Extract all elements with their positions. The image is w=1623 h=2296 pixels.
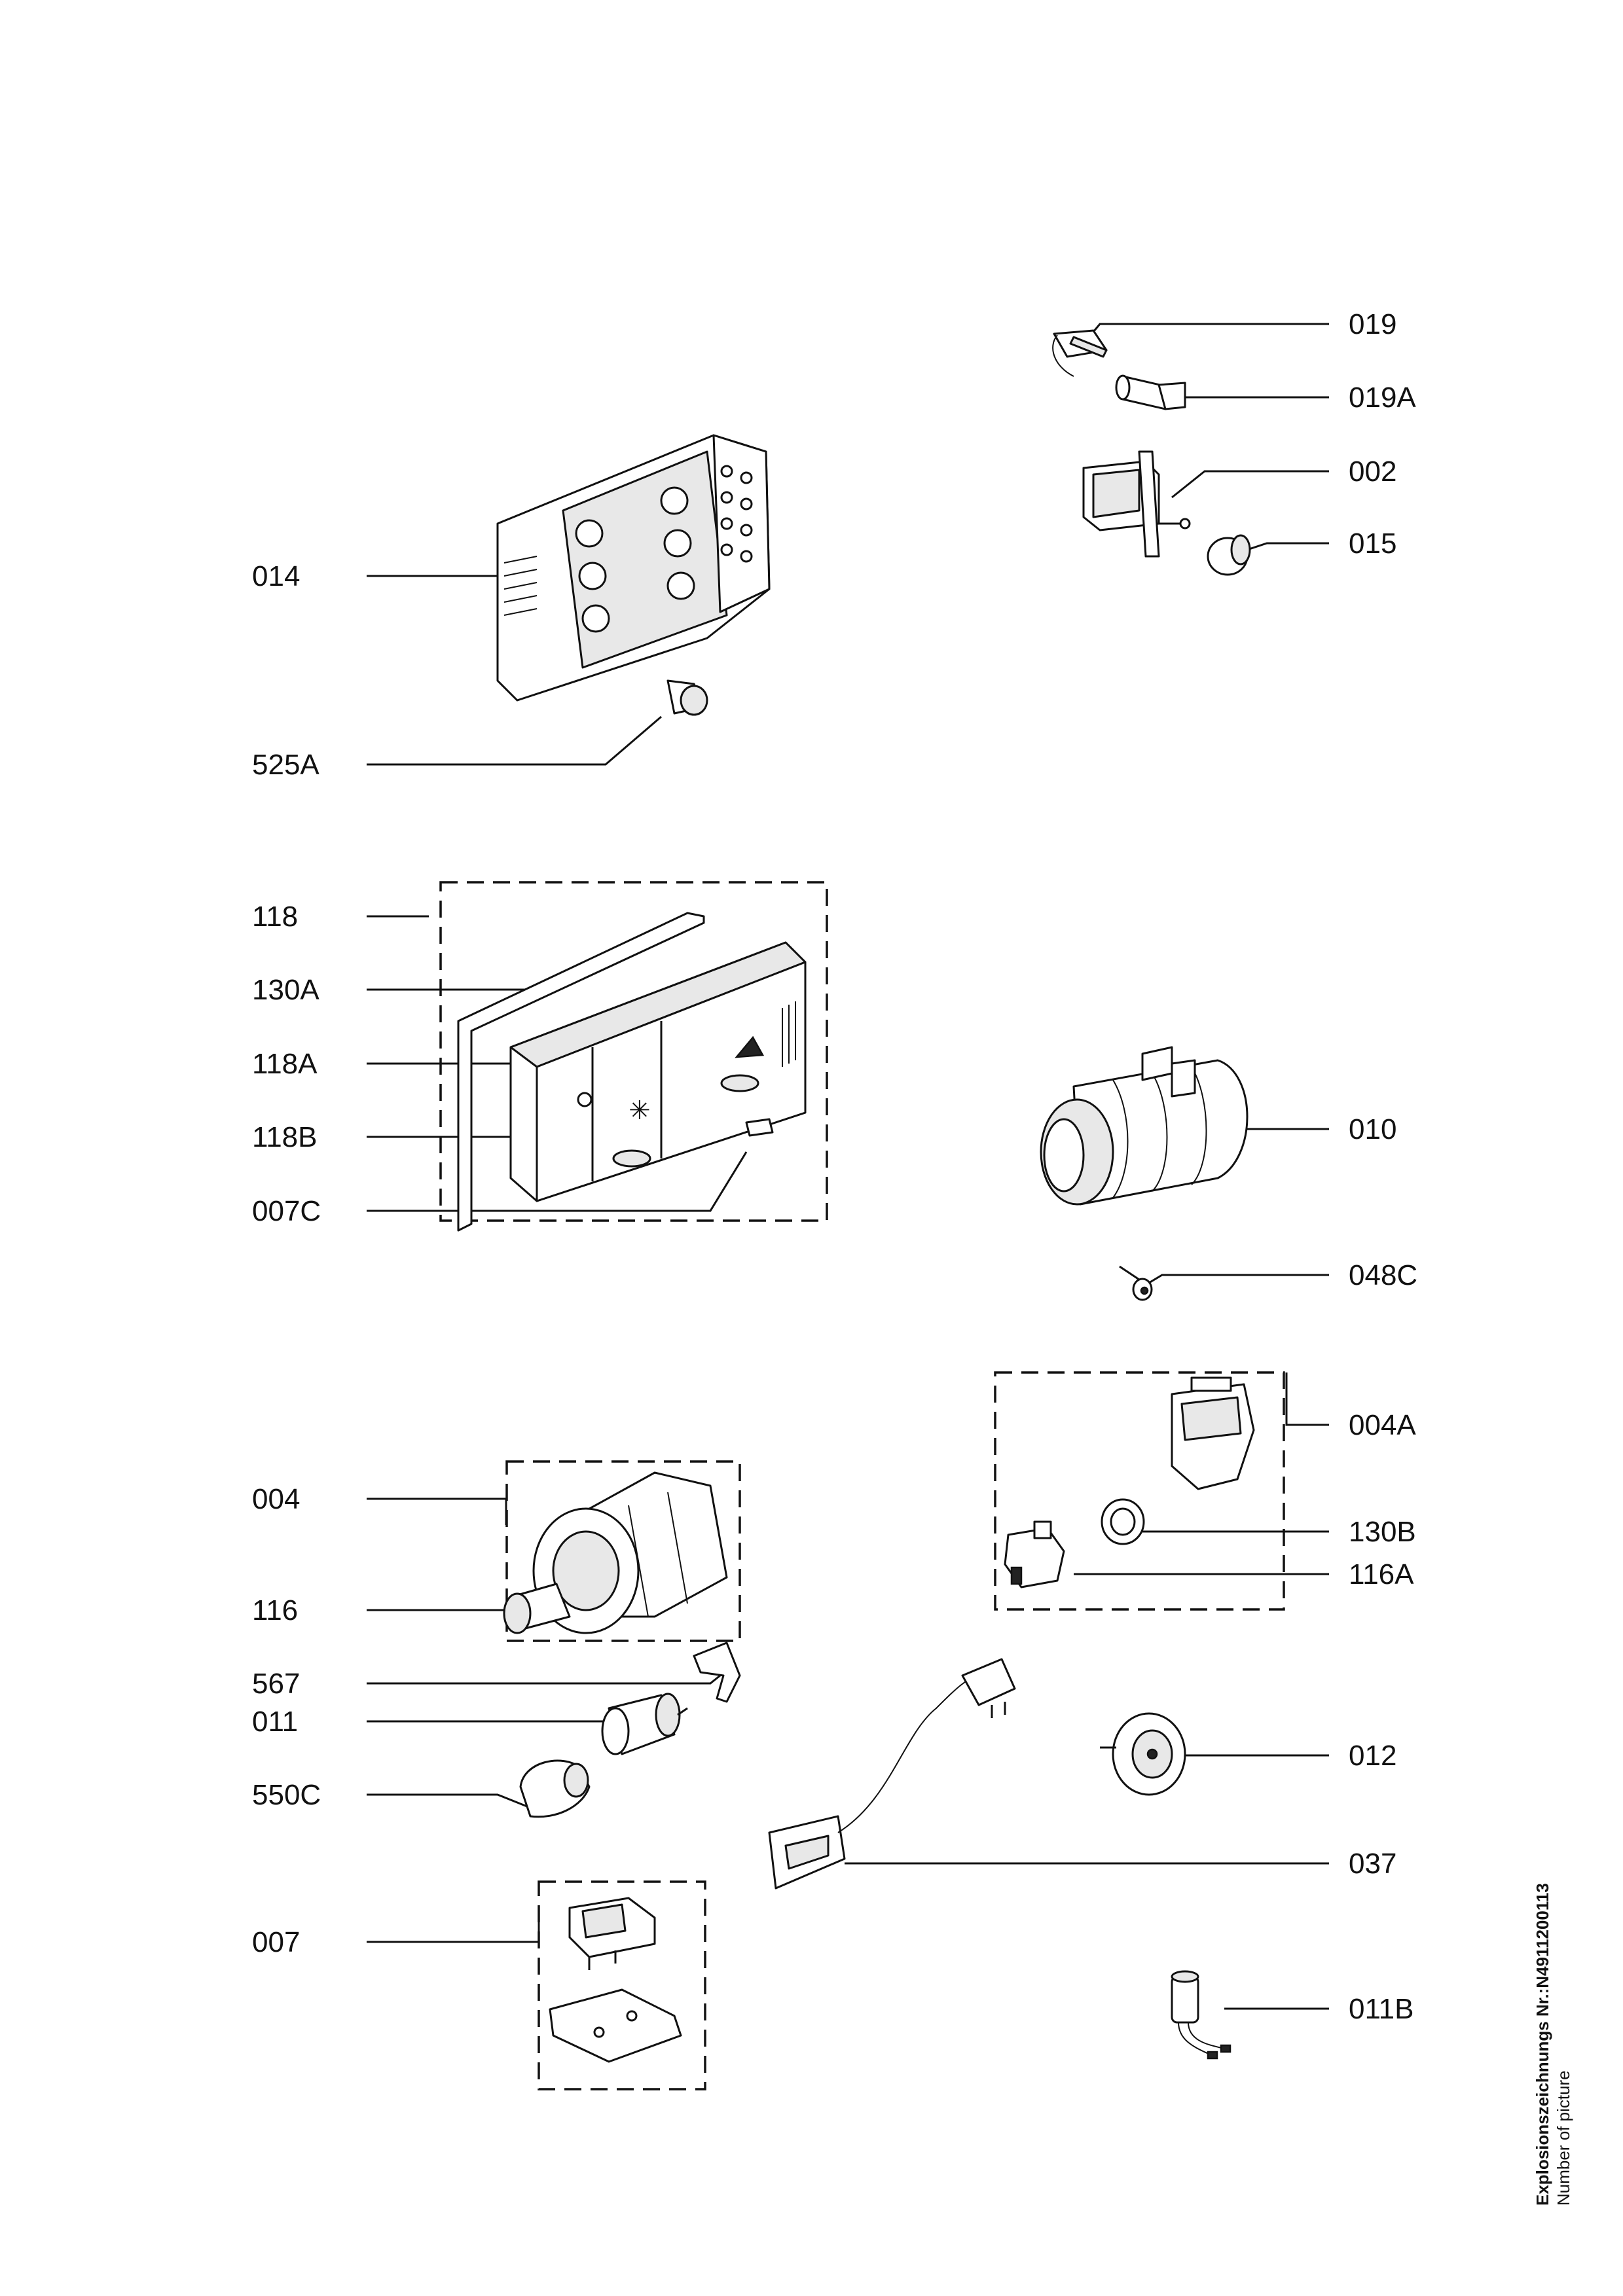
part-118-dispenser: ✳ — [457, 912, 807, 1232]
group-box-007 — [538, 1880, 706, 2090]
part-004-drain-pump — [503, 1471, 728, 1634]
part-014-control-module — [496, 434, 771, 702]
label-019: 019 — [1349, 308, 1396, 340]
label-011: 011 — [252, 1706, 298, 1738]
label-004A: 004A — [1349, 1409, 1416, 1441]
label-116A: 116A — [1349, 1558, 1414, 1590]
part-037-cable-assembly — [768, 1658, 1016, 1890]
label-567: 567 — [252, 1668, 300, 1700]
part-012-rotary-part — [1100, 1712, 1186, 1796]
label-007C: 007C — [252, 1195, 321, 1227]
part-011-motor — [601, 1693, 688, 1755]
label-550C: 550C — [252, 1779, 321, 1811]
group-box-118 — [439, 881, 828, 1222]
label-118: 118 — [252, 901, 298, 933]
label-118B: 118B — [252, 1121, 318, 1153]
label-130A: 130A — [252, 974, 319, 1006]
drawing-number: Explosionszeichnungs Nr.:N4911200113 — [1533, 1883, 1552, 2206]
part-002-switch — [1082, 450, 1191, 558]
part-550C-cap — [519, 1759, 591, 1818]
label-007: 007 — [252, 1926, 300, 1958]
drawing-number-caption: Explosionszeichnungs Nr.:N4911200113 Num… — [1533, 1883, 1573, 2206]
label-019A: 019A — [1349, 382, 1416, 414]
group-box-004A — [994, 1371, 1285, 1611]
label-130B: 130B — [1349, 1516, 1416, 1548]
label-012: 012 — [1349, 1740, 1396, 1772]
label-011B: 011B — [1349, 1993, 1414, 2025]
part-019A-plug — [1115, 374, 1186, 410]
label-037: 037 — [1349, 1848, 1396, 1880]
label-116: 116 — [252, 1594, 298, 1626]
part-116A-valve — [1004, 1520, 1065, 1588]
part-015-knob — [1207, 534, 1251, 576]
part-130B-seal-ring — [1101, 1498, 1145, 1545]
label-525A: 525A — [252, 749, 319, 781]
label-002: 002 — [1349, 456, 1396, 488]
label-015: 015 — [1349, 528, 1396, 560]
part-007-sensor — [549, 1897, 682, 2063]
part-567-clip — [693, 1641, 741, 1703]
part-048C-screw — [1119, 1265, 1153, 1301]
label-118A: 118A — [252, 1048, 318, 1080]
group-box-004 — [505, 1460, 741, 1642]
svg-text:✳: ✳ — [629, 1096, 651, 1126]
label-004: 004 — [252, 1483, 300, 1515]
part-004A-pressure-switch — [1171, 1376, 1255, 1490]
part-010-circulation-heater — [1040, 1046, 1249, 1206]
part-011B-capacitor — [1171, 1970, 1231, 2060]
part-525A-button — [666, 679, 708, 716]
part-019-clip — [1052, 329, 1108, 377]
label-014: 014 — [252, 560, 300, 592]
label-048C: 048C — [1349, 1259, 1417, 1291]
part-labels: 019 019A 002 015 010 048C 004A 130B 116A… — [252, 308, 1417, 2025]
drawing-number-subtitle: Number of picture — [1554, 2070, 1573, 2206]
label-010: 010 — [1349, 1113, 1396, 1145]
